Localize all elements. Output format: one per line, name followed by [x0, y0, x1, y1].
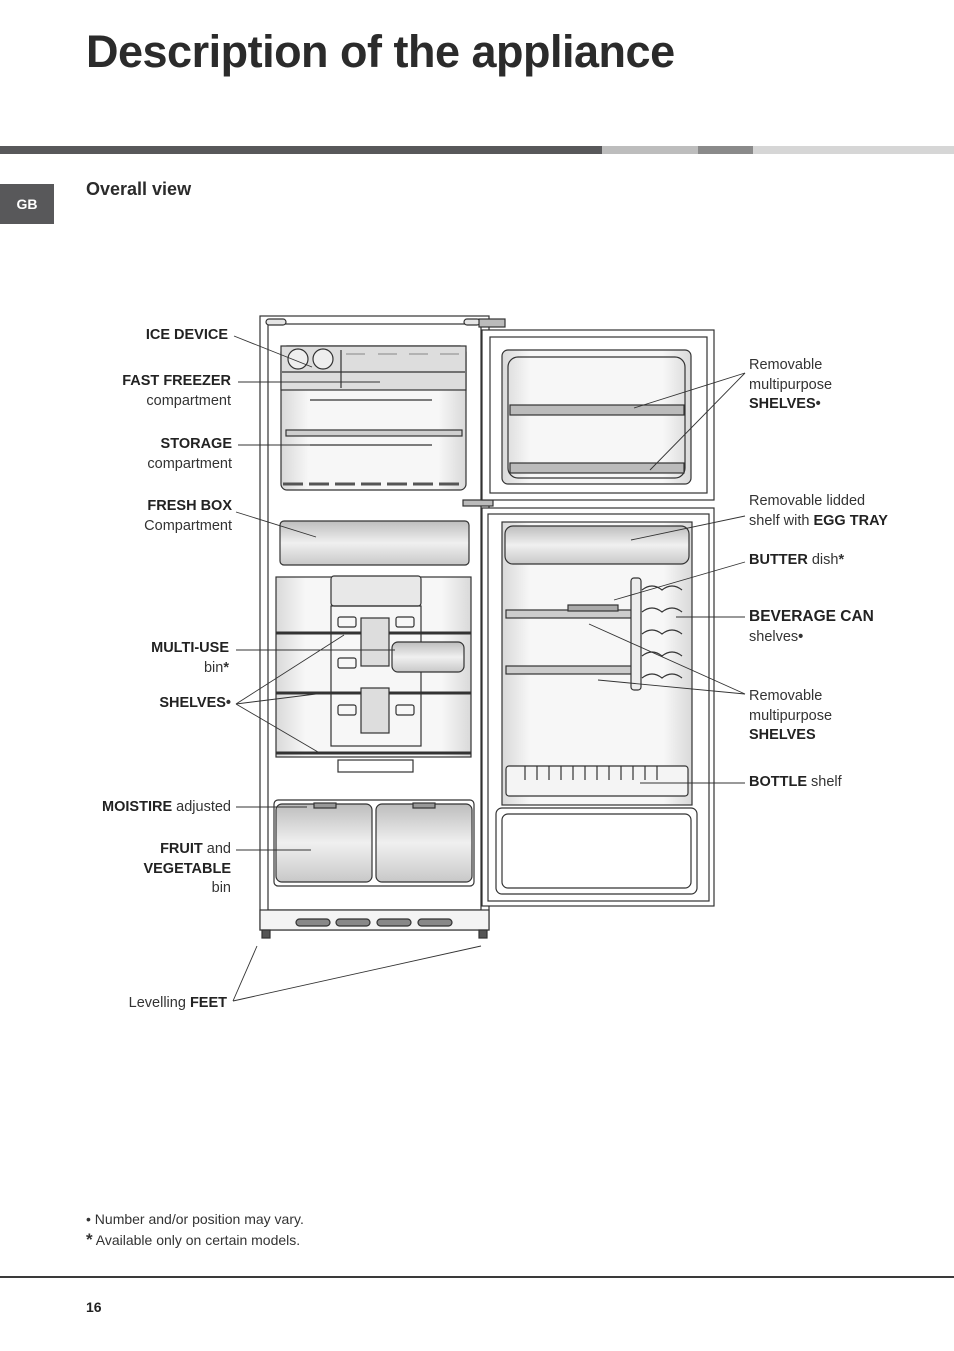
footnote-1: • Number and/or position may vary. — [86, 1211, 304, 1227]
label-egg-tray: Removable lidded shelf with EGG TRAY — [749, 492, 888, 531]
label-levelling-feet: Levelling FEET — [129, 994, 227, 1014]
label-bottle-shelf: BOTTLE shelf — [749, 773, 842, 793]
label-storage-bold: STORAGE — [160, 436, 232, 452]
label-shelves-left-bold: SHELVES — [159, 695, 226, 711]
footnote-2: * Available only on certain models. — [86, 1230, 300, 1250]
label-bottle-bold: BOTTLE — [749, 774, 807, 790]
label-moisture: MOISTIRE adjusted — [102, 798, 231, 818]
label-fresh-box-sub: Compartment — [144, 517, 232, 534]
footnote-2-text: Available only on certain models. — [92, 1232, 301, 1248]
label-egg-tray-bold: EGG TRAY — [813, 512, 888, 529]
footnote-1-symbol: • — [86, 1211, 91, 1227]
label-fruit-rest: and — [202, 841, 231, 857]
label-butter-mark: * — [838, 552, 845, 568]
label-ice-device-bold: ICE DEVICE — [145, 327, 228, 343]
label-shelves-right-line2: multipurpose — [749, 707, 833, 724]
label-fast-freezer-bold: FAST FREEZER — [122, 373, 231, 389]
label-feet-pre: Levelling — [128, 995, 190, 1011]
label-shelves-right-line1: Removable — [749, 688, 823, 704]
label-beverage-can: BEVERAGE CAN shelves• — [749, 607, 874, 647]
label-door-shelves-mark: • — [815, 396, 821, 412]
footnote-1-text: Number and/or position may vary. — [90, 1211, 304, 1227]
label-shelves-left-mark: • — [225, 695, 231, 711]
header-rule-light — [602, 146, 698, 154]
header-rule-pale — [753, 146, 954, 154]
label-fruit-bold: FRUIT — [160, 841, 203, 857]
label-door-shelves-line2: multipurpose — [749, 376, 833, 393]
label-storage-sub: compartment — [147, 455, 232, 472]
language-tab: GB — [0, 184, 54, 224]
label-multi-use-sub: bin — [203, 659, 224, 676]
label-multi-use-bold: MULTI-USE — [151, 640, 229, 656]
section-title: Overall view — [86, 179, 192, 199]
label-fresh-box-bold: FRESH BOX — [147, 498, 232, 514]
label-storage: STORAGE compartment — [147, 435, 232, 474]
label-egg-tray-line1: Removable lidded — [749, 493, 866, 509]
label-shelves-right-bold: SHELVES — [749, 727, 816, 743]
label-door-shelves-line1: Removable — [749, 357, 823, 373]
label-fruit-vegetable: FRUIT and VEGETABLE bin — [143, 840, 231, 899]
label-multi-use-mark: * — [223, 659, 229, 676]
label-door-shelves-bold: SHELVES — [749, 396, 816, 412]
label-shelves-left: SHELVES• — [159, 694, 231, 714]
label-fast-freezer: FAST FREEZER compartment — [122, 372, 231, 411]
label-bottle-rest: shelf — [807, 774, 842, 790]
page-title: Description of the appliance — [86, 26, 675, 77]
label-beverage-sub: shelves — [749, 628, 799, 645]
footnote-2-symbol: * — [86, 1230, 93, 1249]
label-fast-freezer-sub: compartment — [146, 392, 231, 409]
label-door-shelves: Removable multipurpose SHELVES• — [749, 356, 832, 415]
header-rule-mid — [698, 146, 753, 154]
label-ice-device: ICE DEVICE — [146, 326, 228, 346]
footer-rule — [0, 1276, 954, 1278]
label-beverage-bold: BEVERAGE CAN — [749, 608, 874, 625]
label-beverage-mark: • — [798, 628, 804, 645]
header-rule-dark — [0, 146, 602, 154]
label-moisture-bold: MOISTIRE — [102, 799, 173, 815]
label-egg-tray-line2: shelf with — [749, 512, 814, 529]
label-fruit-sub: bin — [211, 880, 231, 896]
label-butter-rest: dish — [807, 552, 839, 568]
label-fresh-box: FRESH BOX Compartment — [144, 497, 232, 536]
label-vegetable-bold: VEGETABLE — [143, 860, 231, 877]
label-butter-bold: BUTTER — [749, 552, 808, 568]
label-shelves-right: Removable multipurpose SHELVES — [749, 687, 832, 746]
label-multi-use: MULTI-USE bin* — [151, 639, 229, 678]
page-number: 16 — [86, 1299, 102, 1315]
label-butter: BUTTER dish* — [749, 551, 844, 571]
label-feet-bold: FEET — [189, 995, 227, 1011]
label-moisture-rest: adjusted — [172, 799, 231, 815]
